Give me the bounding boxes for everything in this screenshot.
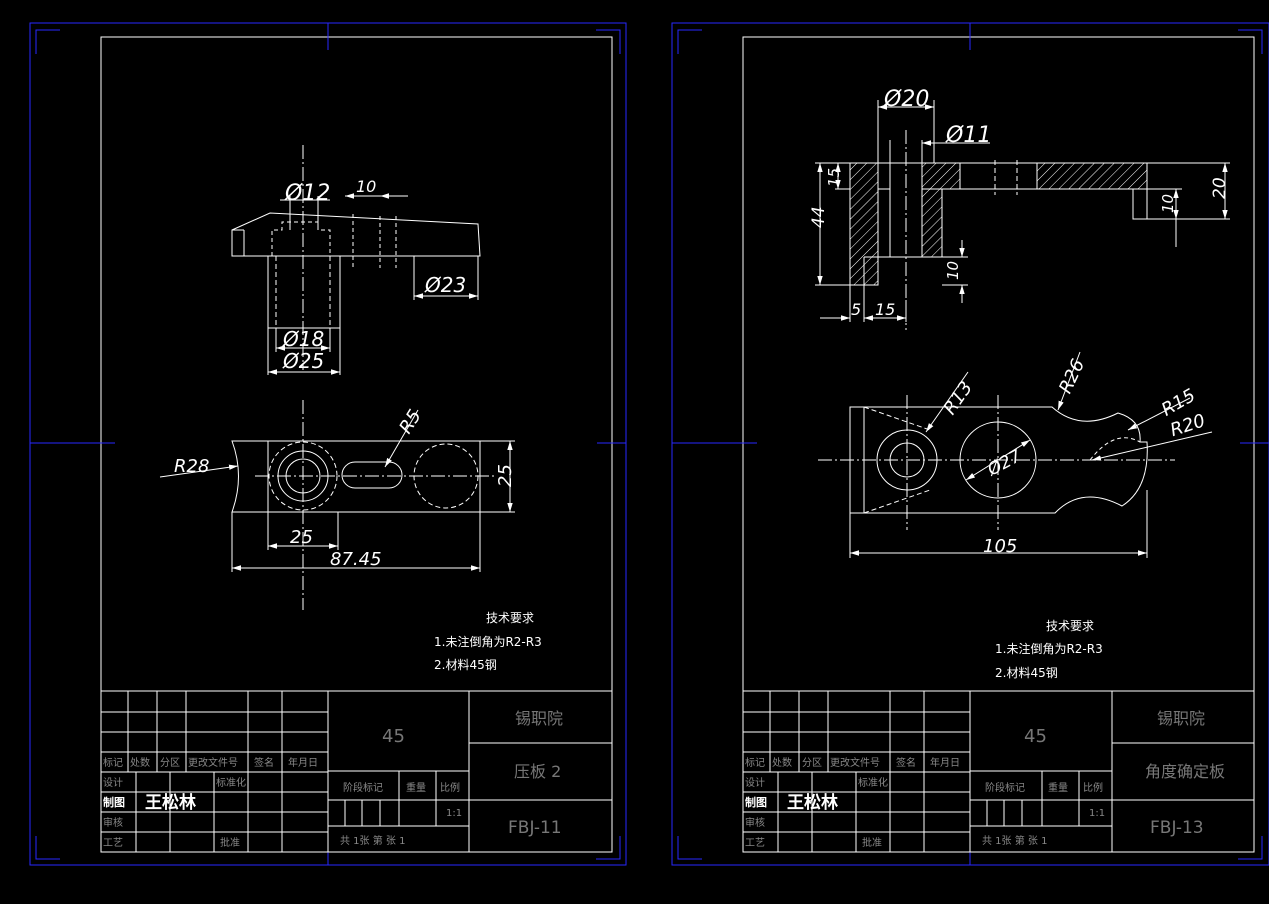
notes-line1: 1.未注倒角为R2-R3 <box>434 634 542 649</box>
tb-label-draw: 制图 <box>745 795 767 809</box>
sheet-1: Ø12 10 Ø23 Ø18 Ø25 R28 R5 2 <box>29 22 627 866</box>
tb-scale-value: 1:1 <box>1089 808 1105 819</box>
top-dims <box>159 409 515 572</box>
dim-r28: R28 <box>174 456 209 477</box>
dim-105: 105 <box>983 536 1017 557</box>
tb-label-date: 年月日 <box>930 756 960 769</box>
tb-label-design: 设计 <box>103 776 123 789</box>
dim-d18: Ø18 <box>282 327 324 351</box>
tb-material: 45 <box>382 726 405 747</box>
tb-label-review: 审核 <box>745 816 765 829</box>
tb-label-sign: 签名 <box>896 756 916 769</box>
dim-h25: 25 <box>495 464 516 487</box>
notes-line2: 2.材料45钢 <box>995 666 1058 680</box>
notes-title: 技术要求 <box>486 611 534 625</box>
tb-label-stage: 阶段标记 <box>985 781 1025 794</box>
tb-label-scale: 比例 <box>440 781 460 794</box>
tb-label-standard: 标准化 <box>858 776 888 789</box>
tb-school: 锡职院 <box>515 709 563 728</box>
title-block <box>100 690 613 853</box>
tb-label-approve: 批准 <box>220 836 240 849</box>
dim-10-bottom: 10 <box>944 261 962 280</box>
centering-marks <box>30 23 626 865</box>
inner-frame <box>100 36 613 853</box>
dim-15: 15 <box>875 300 895 319</box>
dim-d12: Ø12 <box>284 181 330 206</box>
tb-label-change-doc: 更改文件号 <box>188 756 238 769</box>
tb-material: 45 <box>1024 726 1047 747</box>
dim-w25: 25 <box>290 527 313 548</box>
tb-label-zone: 分区 <box>160 757 180 769</box>
tb-label-process: 工艺 <box>745 837 765 849</box>
plan-dims <box>849 351 1213 558</box>
tb-label-standard: 标准化 <box>216 776 246 789</box>
tb-school: 锡职院 <box>1157 709 1205 728</box>
tb-drawer: 王松林 <box>787 792 838 813</box>
tb-label-stage: 阶段标记 <box>343 781 383 794</box>
dim-87-45: 87.45 <box>330 549 382 570</box>
tb-drawer: 王松林 <box>145 792 196 813</box>
dim-15-vert: 15 <box>825 168 843 187</box>
notes-title: 技术要求 <box>1046 619 1094 633</box>
tb-label-mark: 标记 <box>745 757 765 769</box>
dim-d27: Ø27 <box>984 446 1025 481</box>
tb-label-weight: 重量 <box>406 781 426 794</box>
dim-r13: R13 <box>939 378 977 419</box>
tb-sheet-count: 共 1张 第 张 1 <box>340 834 405 847</box>
tb-label-date: 年月日 <box>288 756 318 769</box>
tb-label-zone: 分区 <box>802 757 822 769</box>
tb-label-count: 处数 <box>130 756 150 769</box>
dim-44: 44 <box>809 206 829 228</box>
front-view <box>231 145 481 370</box>
tb-drawing-no: FBJ-13 <box>1150 818 1204 838</box>
section-dims <box>815 100 1230 322</box>
tb-label-design: 设计 <box>745 776 765 789</box>
dim-d25: Ø25 <box>282 349 324 373</box>
tb-label-weight: 重量 <box>1048 781 1068 794</box>
tb-label-draw: 制图 <box>103 795 125 809</box>
tb-part-name: 压板 2 <box>514 762 561 781</box>
tb-drawing-no: FBJ-11 <box>508 818 562 838</box>
dim-d20: Ø20 <box>883 87 929 112</box>
tb-label-scale: 比例 <box>1083 781 1103 794</box>
tb-label-approve: 批准 <box>862 836 882 849</box>
title-block <box>742 690 1255 853</box>
dim-5: 5 <box>851 300 861 319</box>
tb-scale-value: 1:1 <box>446 808 462 819</box>
dim-d23: Ø23 <box>424 273 466 297</box>
notes-line2: 2.材料45钢 <box>434 658 497 672</box>
front-dims <box>267 193 479 375</box>
tb-label-sign: 签名 <box>254 756 274 769</box>
dim-d11: Ø11 <box>945 123 991 148</box>
tb-label-process: 工艺 <box>103 837 123 849</box>
dim-10-right: 10 <box>1159 194 1177 213</box>
tb-label-count: 处数 <box>772 756 792 769</box>
tb-label-change-doc: 更改文件号 <box>830 756 880 769</box>
notes-line1: 1.未注倒角为R2-R3 <box>995 641 1103 656</box>
dim-r5: R5 <box>395 406 426 437</box>
dim-r26: R26 <box>1055 356 1089 397</box>
section-view <box>849 130 1148 330</box>
tb-part-name: 角度确定板 <box>1145 762 1225 781</box>
top-view <box>231 400 495 610</box>
dim-20: 20 <box>1210 177 1230 199</box>
tb-label-review: 审核 <box>103 816 123 829</box>
tb-sheet-count: 共 1张 第 张 1 <box>982 834 1047 847</box>
centering-marks <box>672 23 1269 865</box>
dim-10: 10 <box>356 177 376 196</box>
tb-label-mark: 标记 <box>103 757 123 769</box>
sheet-2: Ø20 Ø11 44 15 20 10 10 5 15 <box>671 22 1269 866</box>
